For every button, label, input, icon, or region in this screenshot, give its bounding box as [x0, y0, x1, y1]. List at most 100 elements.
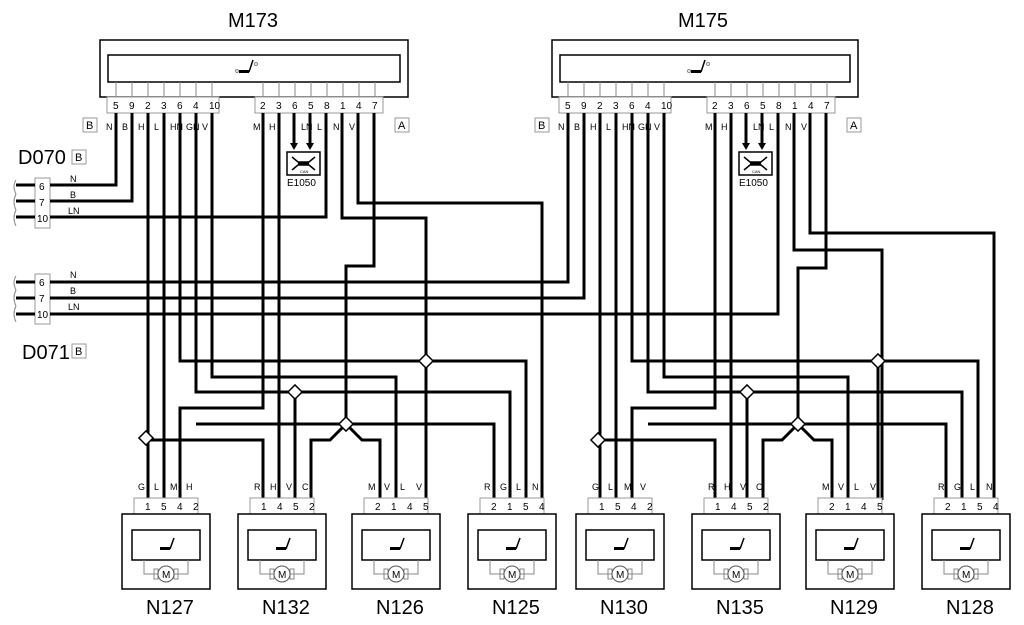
wire-label: N	[70, 270, 77, 280]
pin-label: 2	[829, 502, 835, 513]
motor-panel	[131, 529, 201, 561]
wire-d070-ln	[16, 113, 328, 219]
module-title: M173	[228, 10, 278, 32]
connector-a-pinbox	[706, 96, 836, 114]
wire-label: N	[558, 122, 565, 132]
wire-label: C	[302, 482, 309, 492]
can-module-e1050: CAN E1050	[738, 151, 773, 189]
pin-label: 2	[145, 101, 151, 112]
pin-label: 4	[645, 101, 651, 112]
pin-label: 5	[113, 101, 119, 112]
motor-panel	[477, 529, 547, 561]
wire-d071-n	[16, 113, 570, 284]
wire-label: V	[349, 122, 355, 132]
motor-symbol-label: M	[508, 570, 516, 581]
connector-a-tag	[846, 117, 862, 133]
pin-label: 1	[599, 502, 605, 513]
motor-id: N125	[492, 597, 540, 619]
wire-label: GN	[186, 122, 200, 132]
pin-label: 9	[129, 101, 135, 112]
pin-label: 5	[877, 502, 883, 513]
wiring	[16, 113, 996, 500]
connector-a-tag	[394, 117, 410, 133]
pin-label: 4	[193, 101, 199, 112]
pin-label: 1	[340, 101, 346, 112]
seat-icon	[730, 547, 740, 550]
wire-label: LN	[753, 122, 765, 132]
motor-id: N129	[830, 597, 878, 619]
pin-label: 9	[581, 101, 587, 112]
pin-label: 2	[712, 101, 718, 112]
wire-label: B	[574, 122, 580, 132]
splice-junction	[738, 383, 756, 401]
wire-label: V	[801, 122, 807, 132]
pin-label: 4	[177, 502, 183, 513]
pin-label: 1	[261, 502, 267, 513]
wire-label: V	[384, 482, 390, 492]
pin-label: 6	[292, 101, 298, 112]
seat-icon	[614, 547, 624, 550]
wire-label: L	[970, 482, 975, 492]
wire-label: LN	[301, 122, 313, 132]
wire-d071-b	[16, 113, 586, 300]
can-module-id: E1050	[739, 178, 768, 189]
wire-label: L	[154, 122, 159, 132]
wire-label: N	[785, 122, 792, 132]
can-module-e1050: CAN E1050	[286, 151, 321, 189]
wire-label: B	[70, 286, 76, 296]
module-title: M175	[678, 10, 728, 32]
pin-label: 2	[260, 101, 266, 112]
wire-label: V	[202, 122, 208, 132]
pin-label: 2	[491, 502, 497, 513]
connector-title: D071	[22, 342, 70, 364]
connector-a-tag-label: A	[398, 120, 406, 132]
pin-label: 4	[631, 502, 637, 513]
wire-label: N	[986, 482, 993, 492]
seat-icon	[687, 59, 710, 73]
motor-icon	[727, 565, 745, 583]
pin-label: 3	[161, 101, 167, 112]
wire-label: L	[154, 482, 159, 492]
connector-tag-label: B	[75, 152, 82, 164]
wire-label: V	[640, 482, 646, 492]
connector-a-tag-label: A	[850, 120, 858, 132]
wire-label: N	[106, 122, 113, 132]
pin-label: 10	[37, 214, 49, 225]
motor-symbol-label: M	[162, 570, 170, 581]
wire-label: C	[756, 482, 763, 492]
motor-id: N126	[376, 597, 424, 619]
splice-junction	[137, 429, 155, 447]
pin-label: 4	[731, 502, 737, 513]
pin-label: 4	[861, 502, 867, 513]
splice-junction	[589, 431, 607, 449]
splice-junction	[286, 383, 304, 401]
seat-icon	[844, 547, 854, 550]
motor-symbol-label: M	[616, 570, 624, 581]
can-module-id: E1050	[287, 178, 316, 189]
pin-label: 6	[39, 182, 45, 193]
wire-label: M	[705, 122, 713, 132]
pin-label: 7	[824, 101, 830, 112]
connector-d070: D070 B 6 7 10 N B LN	[13, 147, 87, 229]
pin-label: 1	[715, 502, 721, 513]
pin-label: 4	[808, 101, 814, 112]
pin-label: 6	[39, 278, 45, 289]
seat-icon	[960, 547, 970, 550]
motor-id: N127	[146, 597, 194, 619]
pin-label: 7	[39, 294, 45, 305]
motor-symbol-label: M	[846, 570, 854, 581]
connector-b-tag-label: B	[538, 120, 545, 132]
splice-junction	[337, 415, 355, 433]
seat-icon	[276, 547, 286, 550]
pin-label: 4	[407, 502, 413, 513]
connector-b-tag	[534, 117, 550, 133]
motor-panel	[701, 529, 771, 561]
can-arrows	[290, 113, 766, 150]
pin-label: 5	[565, 101, 571, 112]
pin-label: 1	[792, 101, 798, 112]
